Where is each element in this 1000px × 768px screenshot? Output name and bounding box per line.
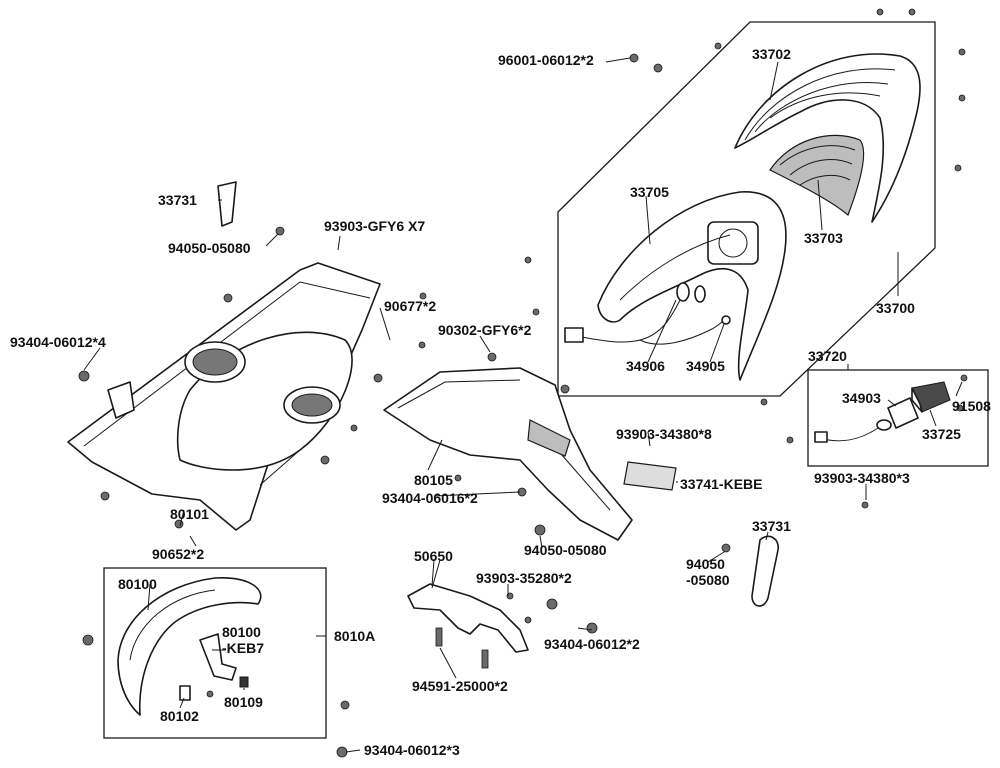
front-fender-group-frame (103, 567, 327, 739)
label-33741-kebe: 33741-KEBE (680, 476, 763, 492)
label-90302-gfy6: 90302-GFY6*2 (438, 322, 532, 338)
label-80100: 80100 (118, 576, 157, 592)
front-fender-80100 (117, 577, 262, 716)
side-reflector-33731-lower (751, 535, 779, 607)
leader-lines (83, 57, 963, 753)
label-91508: 91508 (952, 398, 991, 414)
label-80109: 80109 (224, 694, 263, 710)
label-33702: 33702 (752, 46, 791, 62)
label-80100-keb7: 80100 -KEB7 (222, 624, 265, 656)
bulb-harness-34906 (564, 282, 731, 345)
label-93903-34380-x3: 93903-34380*3 (814, 470, 910, 486)
label-8010a: 8010A (334, 628, 376, 644)
label-90652: 90652*2 (152, 546, 205, 562)
label-93404-06016: 93404-06016*2 (382, 490, 478, 506)
inner-lens-33703 (769, 134, 865, 217)
label-80105: 80105 (414, 472, 453, 488)
label-33705: 33705 (630, 184, 669, 200)
label-96001-06012: 96001-06012*2 (498, 52, 594, 68)
outer-lens-33702 (734, 53, 921, 223)
label-33720: 33720 (808, 348, 847, 364)
label-50650: 50650 (414, 548, 453, 564)
side-reflector-33731-upper (217, 181, 237, 227)
license-light-group-frame (807, 369, 989, 467)
label-33725: 33725 (922, 426, 961, 442)
label-33731-lower: 33731 (752, 518, 791, 534)
label-94591-25000: 94591-25000*2 (412, 678, 508, 694)
label-94050-05080-mid: 94050-05080 (524, 542, 607, 558)
lens-33725 (911, 381, 951, 413)
reflector-plate-33741 (623, 461, 677, 491)
label-33731-upper: 33731 (158, 192, 197, 208)
housing-33705 (597, 191, 787, 381)
label-90677: 90677*2 (384, 298, 437, 314)
label-94050-05080-lower: 94050 -05080 (686, 556, 730, 588)
label-33703: 33703 (804, 230, 843, 246)
label-93903-34380-x8: 93903-34380*8 (616, 426, 712, 442)
label-93903-35280: 93903-35280*2 (476, 570, 572, 586)
label-93903-gfy6: 93903-GFY6 X7 (324, 218, 426, 234)
label-80102: 80102 (160, 708, 199, 724)
label-94050-05080-upper: 94050-05080 (168, 240, 251, 256)
label-80101: 80101 (170, 506, 209, 522)
label-93404-06012-x2: 93404-06012*2 (544, 636, 640, 652)
under-cover-80101 (67, 262, 381, 531)
fasteners (78, 8, 968, 758)
label-93404-06012-x4: 93404-06012*4 (10, 334, 106, 350)
label-34903: 34903 (842, 390, 881, 406)
label-34905: 34905 (686, 358, 725, 374)
rear-fender-80105 (383, 367, 633, 541)
label-33700: 33700 (876, 300, 915, 316)
label-93404-06012-x3: 93404-06012*3 (364, 742, 460, 758)
bracket-50650 (407, 559, 529, 669)
label-34906: 34906 (626, 358, 665, 374)
